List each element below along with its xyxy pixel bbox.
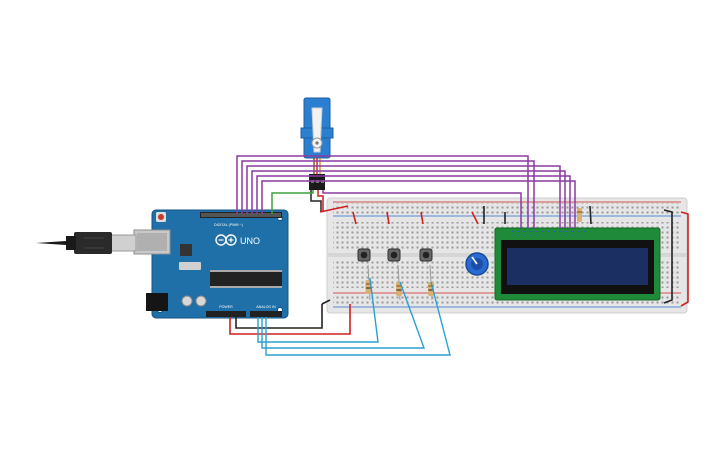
resistors: [365, 208, 582, 301]
atmega-chip: [210, 272, 282, 286]
digital-header-label: DIGITAL (PWM ~): [214, 223, 243, 227]
usb-chip: [180, 244, 192, 256]
arduino-logo: [215, 234, 237, 246]
push-button-2: [387, 248, 401, 262]
top-power-rail: [333, 203, 681, 215]
analog-header: [250, 311, 282, 317]
push-button-1: [357, 248, 371, 262]
lcd-screen: [507, 248, 648, 285]
crystal: [179, 262, 201, 270]
capacitor-1: [181, 295, 193, 307]
power-wires: [229, 205, 351, 335]
lcd-module: [494, 227, 661, 301]
lcd-signal-wires: [236, 155, 576, 228]
potentiometer: [465, 252, 489, 276]
push-buttons: [357, 248, 433, 262]
servo-wires: [271, 190, 522, 228]
power-header: [206, 311, 246, 317]
rail-jumpers: [352, 205, 592, 225]
power-label: POWER: [219, 305, 233, 309]
analog-label: ANALOG IN: [256, 305, 276, 309]
arduino-uno-board: DIGITAL (PWM ~) UNO POWER ANALOG IN: [133, 209, 289, 319]
usb-cable-icon: [36, 232, 137, 254]
capacitor-2: [195, 295, 207, 307]
dc-jack-icon: [146, 293, 168, 311]
board-model-label: UNO: [240, 236, 260, 246]
resistor-2: [396, 264, 402, 301]
lcd-pin-header: [508, 231, 588, 236]
push-button-3: [419, 248, 433, 262]
rail-bridge-wires: [663, 209, 689, 307]
resistor-lcd: [577, 208, 582, 222]
button-wires: [257, 277, 451, 356]
